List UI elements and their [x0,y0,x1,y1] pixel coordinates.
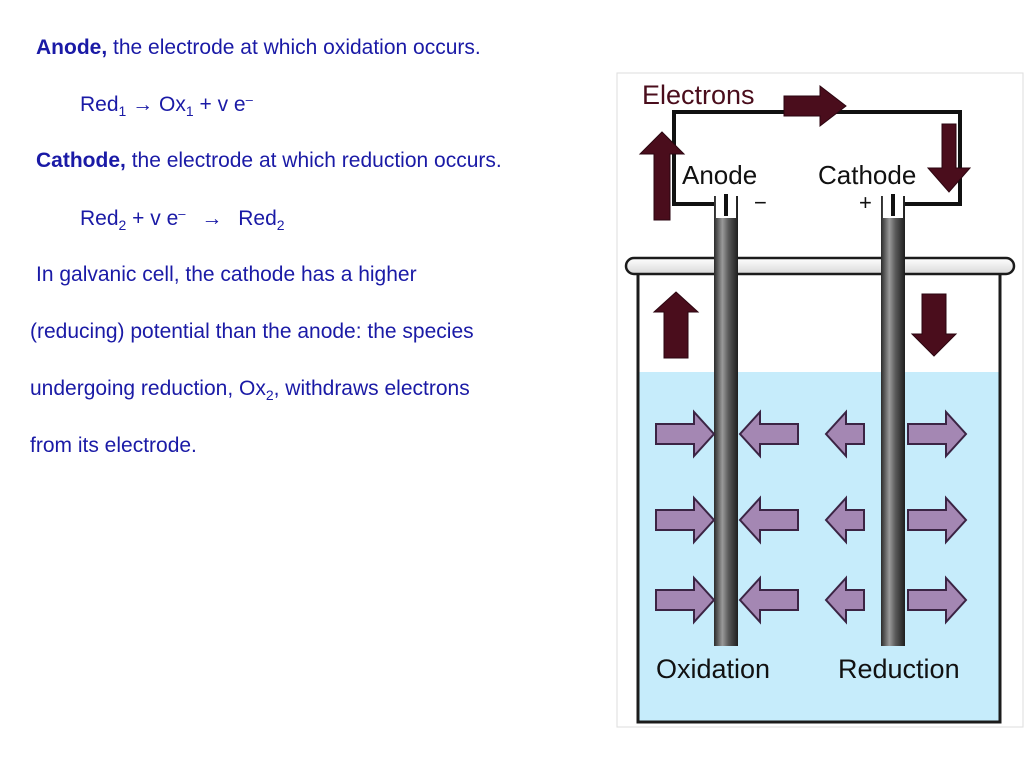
electron-flow-down-arrow-icon [926,123,972,193]
ion-arrow-left-icon [738,575,799,625]
electrons-label: Electrons [642,80,755,110]
eq1-ox-sub: 1 [185,103,194,119]
eq1-sup: – [245,92,253,107]
beaker-rim [624,256,1016,276]
paragraph-line-2: (reducing) potential than the anode: the… [30,320,474,343]
paragraph-line-3: undergoing reduction, Ox2, withdraws ele… [30,377,470,403]
reduction-equation: Red2 + v e– → Red2 [80,206,285,233]
cathode-def-text: the electrode at which reduction occurs. [131,149,502,172]
oxidation-label: Oxidation [656,654,770,684]
eq1-red: Red [80,93,119,116]
para3-sub: 2 [265,387,274,403]
ion-arrow-right-icon [907,495,968,545]
ion-arrow-left-icon [738,409,799,459]
eq2-arrow-icon: → [201,207,223,230]
paragraph-line-4: from its electrode. [30,434,197,457]
eq2-red: Red [80,207,119,230]
anode-sign: − [754,190,767,215]
beaker-wall [636,268,1002,724]
reduction-label: Reduction [838,654,960,684]
cathode-label: Cathode [818,160,916,190]
anode-terminal [724,194,728,216]
electron-flow-up-arrow-icon [638,131,686,221]
anode-def-text: the electrode at which oxidation occurs. [113,36,481,59]
ion-arrow-right-icon [655,495,716,545]
eq1-arrow-icon: → [132,93,154,116]
cathode-sign: + [859,190,872,215]
cathode-definition: Cathode, the electrode at which reductio… [36,149,502,173]
eq2-red2-sub: 2 [276,217,285,233]
cathode-terminal [891,194,895,216]
cathode-term: Cathode, [36,149,126,172]
cathode-down-arrow-icon [910,293,958,357]
para3-pre: undergoing reduction, Ox [30,377,266,400]
ion-arrow-right-icon [907,575,968,625]
para3-post: , withdraws electrons [273,377,470,400]
electrochemical-cell-diagram: Electrons Anode Cathode − + Oxidation Re… [616,72,1024,728]
electron-flow-right-arrow-icon [783,84,847,128]
ion-arrow-left-icon [824,495,865,545]
ion-arrow-left-icon [824,409,865,459]
anode-up-arrow-icon [652,291,700,359]
eq2-plus: + v e [132,207,179,230]
anode-label: Anode [682,160,757,190]
eq2-red-sub: 2 [118,217,127,233]
anode-definition: Anode, the electrode at which oxidation … [36,36,481,60]
eq1-rest: + v e [199,93,246,116]
ion-arrow-right-icon [655,409,716,459]
ion-arrow-left-icon [738,495,799,545]
ion-arrow-right-icon [907,409,968,459]
eq2-sup: – [178,206,186,221]
eq1-ox: Ox [159,93,186,116]
cathode-electrode [881,196,905,646]
oxidation-equation: Red1 → Ox1 + v e– [80,92,253,119]
ion-arrow-right-icon [655,575,716,625]
ion-arrow-left-icon [824,575,865,625]
anode-term: Anode, [36,36,108,59]
anode-electrode [714,196,738,646]
paragraph-line-1: In galvanic cell, the cathode has a high… [36,263,417,286]
eq2-red2: Red [238,207,277,230]
eq1-red-sub: 1 [118,103,127,119]
